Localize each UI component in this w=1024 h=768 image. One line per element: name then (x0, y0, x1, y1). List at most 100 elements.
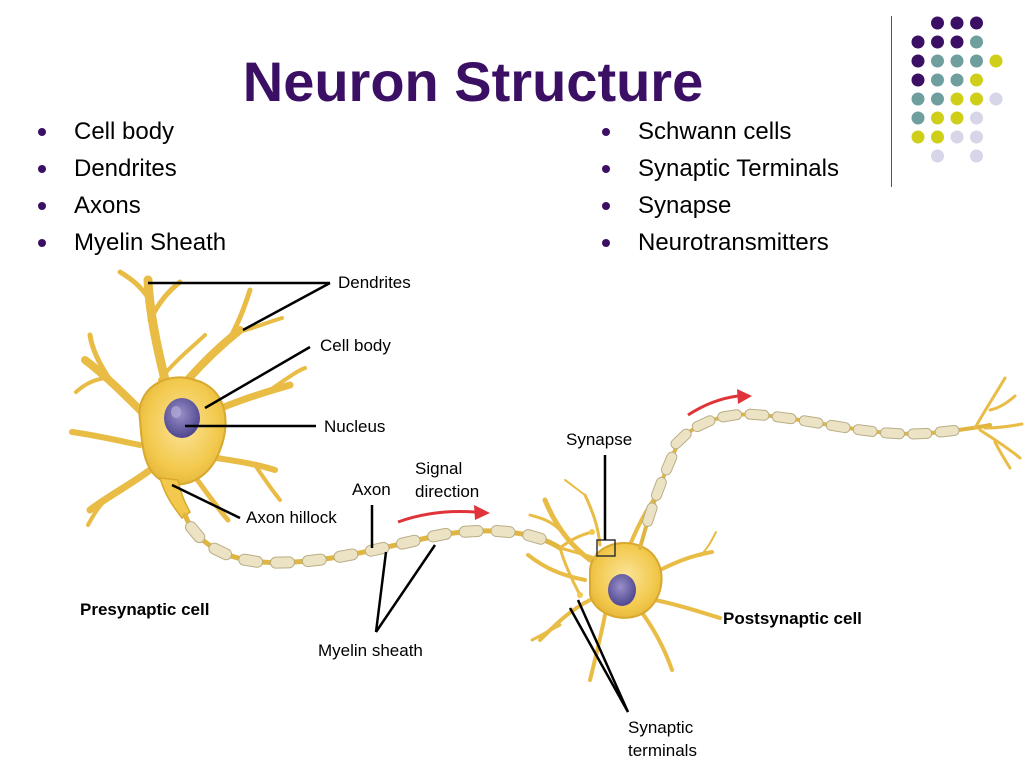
decorative-dot (931, 35, 944, 49)
bullet-item: Cell body (38, 117, 226, 154)
decorative-dot (970, 149, 983, 163)
slide-title: Neuron Structure (242, 50, 704, 113)
decorative-dot (931, 92, 944, 106)
bullet-item: Myelin Sheath (38, 228, 226, 265)
synaptic-bouton (597, 557, 603, 563)
myelin-segment (852, 424, 878, 437)
label-synaptic-terminals-line2: terminals (628, 741, 697, 760)
vertical-divider (891, 16, 892, 187)
myelin-sheath-segments (184, 521, 547, 569)
myelin-segment (490, 525, 516, 539)
decorative-dot (950, 130, 964, 144)
label-axon-hillock: Axon hillock (246, 508, 337, 527)
label-dendrites: Dendrites (338, 273, 411, 292)
decorative-dot (911, 54, 925, 68)
bullet-item: Axons (38, 191, 226, 228)
decorative-dot (911, 111, 925, 125)
decorative-dot (970, 54, 983, 68)
label-axon: Axon (352, 480, 391, 499)
label-signal-direction-line2: direction (415, 482, 480, 501)
decorative-dot-grid (911, 16, 1003, 163)
decorative-dot (950, 111, 964, 125)
bullet-item: Dendrites (38, 154, 226, 191)
myelin-segment (427, 527, 452, 543)
leader-synaptic-terminal-2 (568, 607, 630, 713)
decorative-dot (911, 35, 925, 49)
decorative-dot (931, 54, 944, 68)
label-synapse: Synapse (566, 430, 633, 449)
myelin-segment (907, 427, 933, 440)
decorative-dot (970, 16, 983, 30)
decorative-dot (950, 73, 964, 87)
decorative-dot (950, 16, 964, 30)
myelin-segment (269, 556, 295, 569)
myelin-segment (301, 553, 327, 568)
myelin-segment (825, 419, 851, 434)
leader-cell-body (204, 345, 311, 410)
leader-dendrites-diag (242, 281, 331, 332)
signal-direction-arrow-post (687, 389, 752, 417)
bullet-item: Schwann cells (602, 117, 839, 154)
label-nucleus: Nucleus (324, 417, 386, 436)
decorative-dot (989, 54, 1003, 68)
label-synaptic-terminals-line1: Synaptic (628, 718, 694, 737)
decorative-dot (970, 73, 983, 87)
decorative-dot (950, 35, 964, 49)
myelin-segment (650, 476, 667, 501)
myelin-segment (458, 525, 484, 538)
myelin-segment (208, 542, 233, 561)
decorative-dot (911, 92, 925, 106)
leader-myelin-2 (374, 544, 437, 633)
decorative-dot (950, 92, 964, 106)
myelin-segment (333, 548, 359, 563)
label-signal-direction-line1: Signal (415, 459, 463, 478)
postsynaptic-nucleus (608, 574, 636, 606)
decorative-dot (931, 130, 944, 144)
myelin-segment (238, 553, 264, 568)
decorative-dot (970, 35, 983, 49)
myelin-segment (184, 521, 206, 544)
myelin-segment (691, 415, 716, 433)
label-postsynaptic-cell: Postsynaptic cell (723, 609, 862, 628)
synaptic-bouton (577, 592, 583, 598)
bullet-list-right: Schwann cells Synaptic Terminals Synapse… (602, 117, 839, 265)
myelin-segment (642, 502, 658, 527)
myelin-segment (934, 425, 960, 438)
myelin-segment (744, 408, 770, 421)
myelin-segment (879, 427, 905, 440)
decorative-dot (931, 111, 944, 125)
myelin-segment (670, 428, 692, 450)
decorative-dot (970, 92, 983, 106)
myelin-segment (522, 529, 547, 545)
leader-axon-hillock (171, 483, 241, 520)
myelin-segment (717, 409, 743, 423)
decorative-dot (970, 111, 983, 125)
bullet-list-left: Cell body Dendrites Axons Myelin Sheath (38, 117, 226, 265)
label-cell-body: Cell body (320, 336, 391, 355)
presynaptic-nucleus (164, 398, 200, 438)
myelin-segment (771, 411, 797, 425)
decorative-dot (931, 73, 944, 87)
leader-myelin-1 (374, 551, 388, 633)
decorative-dot (950, 54, 964, 68)
label-myelin-sheath: Myelin sheath (318, 641, 423, 660)
postsynaptic-myelin-segments (642, 408, 960, 527)
decorative-dot (970, 130, 983, 144)
synaptic-bouton (589, 529, 595, 535)
label-presynaptic-cell: Presynaptic cell (80, 600, 210, 619)
decorative-dot (931, 16, 944, 30)
bullet-item: Synaptic Terminals (602, 154, 839, 191)
myelin-segment (395, 534, 421, 550)
leader-synaptic-terminal-1 (576, 599, 630, 713)
decorative-dot (989, 92, 1003, 106)
decorative-dot (911, 130, 925, 144)
myelin-segment (660, 451, 678, 476)
myelin-segment (798, 415, 824, 429)
axon-hillock-shape (158, 477, 191, 520)
decorative-dot (911, 73, 925, 87)
leader-lines (148, 281, 630, 713)
axon-terminal-branches (973, 376, 1024, 470)
signal-direction-arrow (397, 505, 490, 524)
decorative-dot (931, 149, 944, 163)
